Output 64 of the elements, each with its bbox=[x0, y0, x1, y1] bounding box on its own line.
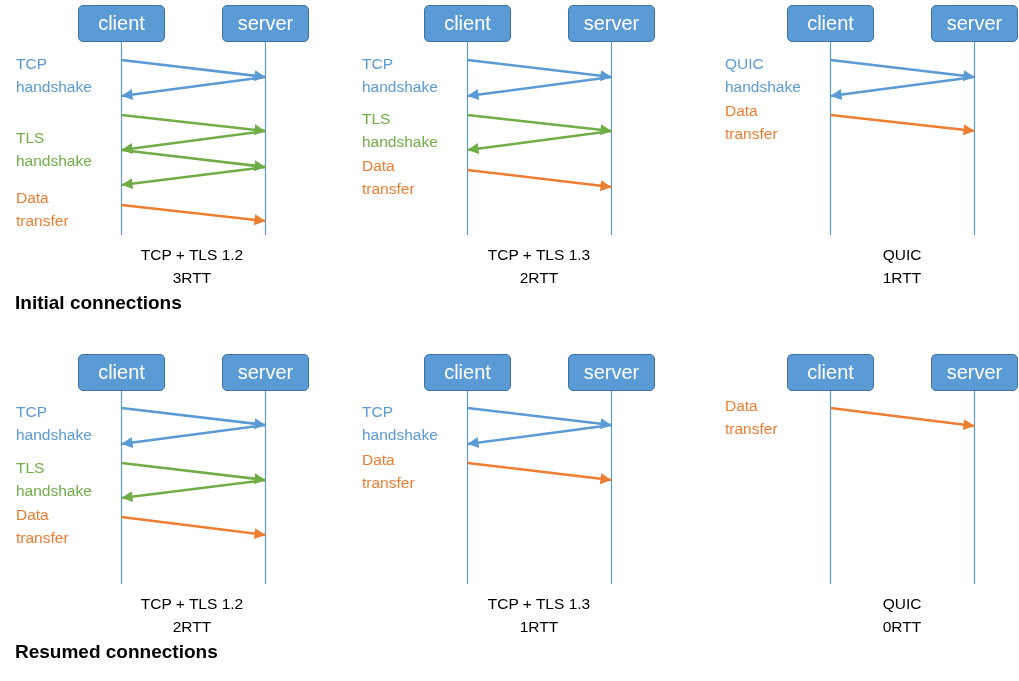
step-label: Data transfer bbox=[725, 101, 779, 144]
section-heading: Initial connections bbox=[15, 291, 182, 314]
message-arrow bbox=[467, 406, 612, 430]
participant-box: client bbox=[424, 354, 511, 391]
panel-caption: TCP + TLS 1.2 bbox=[139, 245, 245, 265]
message-arrow bbox=[121, 478, 266, 503]
step-label: TLS handshake bbox=[16, 128, 93, 171]
step-label: TCP handshake bbox=[362, 402, 439, 445]
message-arrow bbox=[467, 423, 612, 448]
message-arrow bbox=[121, 461, 266, 485]
message-arrow bbox=[121, 75, 266, 100]
step-label: TLS handshake bbox=[362, 109, 439, 152]
step-label: QUIC handshake bbox=[725, 54, 802, 97]
message-arrow bbox=[467, 168, 612, 192]
message-arrow bbox=[467, 75, 612, 100]
message-arrow bbox=[830, 406, 975, 431]
panel-caption: TCP + TLS 1.3 bbox=[486, 594, 592, 614]
step-label: TCP handshake bbox=[16, 402, 93, 445]
message-arrow bbox=[121, 129, 266, 154]
panel-caption: 1RTT bbox=[881, 268, 923, 288]
participant-box: server bbox=[568, 354, 655, 391]
step-label: Data transfer bbox=[362, 156, 416, 199]
message-arrow bbox=[121, 515, 266, 540]
message-arrow bbox=[121, 406, 266, 430]
participant-box: server bbox=[222, 5, 309, 42]
message-arrow bbox=[121, 113, 266, 136]
message-arrow bbox=[467, 113, 612, 136]
panel-caption: 0RTT bbox=[881, 617, 923, 637]
participant-box: server bbox=[222, 354, 309, 391]
section-heading: Resumed connections bbox=[15, 640, 218, 663]
step-label: Data transfer bbox=[16, 505, 70, 548]
panel-caption: 2RTT bbox=[518, 268, 560, 288]
message-arrow bbox=[467, 58, 612, 82]
message-arrow bbox=[121, 165, 266, 190]
message-arrow bbox=[121, 423, 266, 448]
panel-caption: QUIC bbox=[881, 594, 923, 614]
message-arrow bbox=[830, 75, 975, 100]
participant-box: server bbox=[931, 5, 1018, 42]
participant-box: server bbox=[931, 354, 1018, 391]
message-arrow bbox=[467, 129, 612, 154]
panel-caption: 1RTT bbox=[518, 617, 560, 637]
panel-caption: QUIC bbox=[881, 245, 923, 265]
step-label: TCP handshake bbox=[16, 54, 93, 97]
panel-caption: 2RTT bbox=[171, 617, 213, 637]
participant-box: client bbox=[78, 354, 165, 391]
step-label: Data transfer bbox=[362, 450, 416, 493]
step-label: TLS handshake bbox=[16, 458, 93, 501]
participant-box: client bbox=[787, 354, 874, 391]
participant-box: client bbox=[78, 5, 165, 42]
panel-caption: 3RTT bbox=[171, 268, 213, 288]
message-arrow bbox=[830, 113, 975, 136]
participant-box: client bbox=[787, 5, 874, 42]
participant-box: client bbox=[424, 5, 511, 42]
step-label: Data transfer bbox=[16, 188, 70, 231]
message-arrow bbox=[121, 203, 266, 226]
message-arrow bbox=[121, 148, 266, 172]
message-arrow bbox=[121, 58, 266, 82]
panel-caption: TCP + TLS 1.2 bbox=[139, 594, 245, 614]
message-arrow bbox=[467, 461, 612, 485]
panel-caption: TCP + TLS 1.3 bbox=[486, 245, 592, 265]
message-arrow bbox=[830, 58, 975, 82]
step-label: Data transfer bbox=[725, 396, 779, 439]
participant-box: server bbox=[568, 5, 655, 42]
step-label: TCP handshake bbox=[362, 54, 439, 97]
